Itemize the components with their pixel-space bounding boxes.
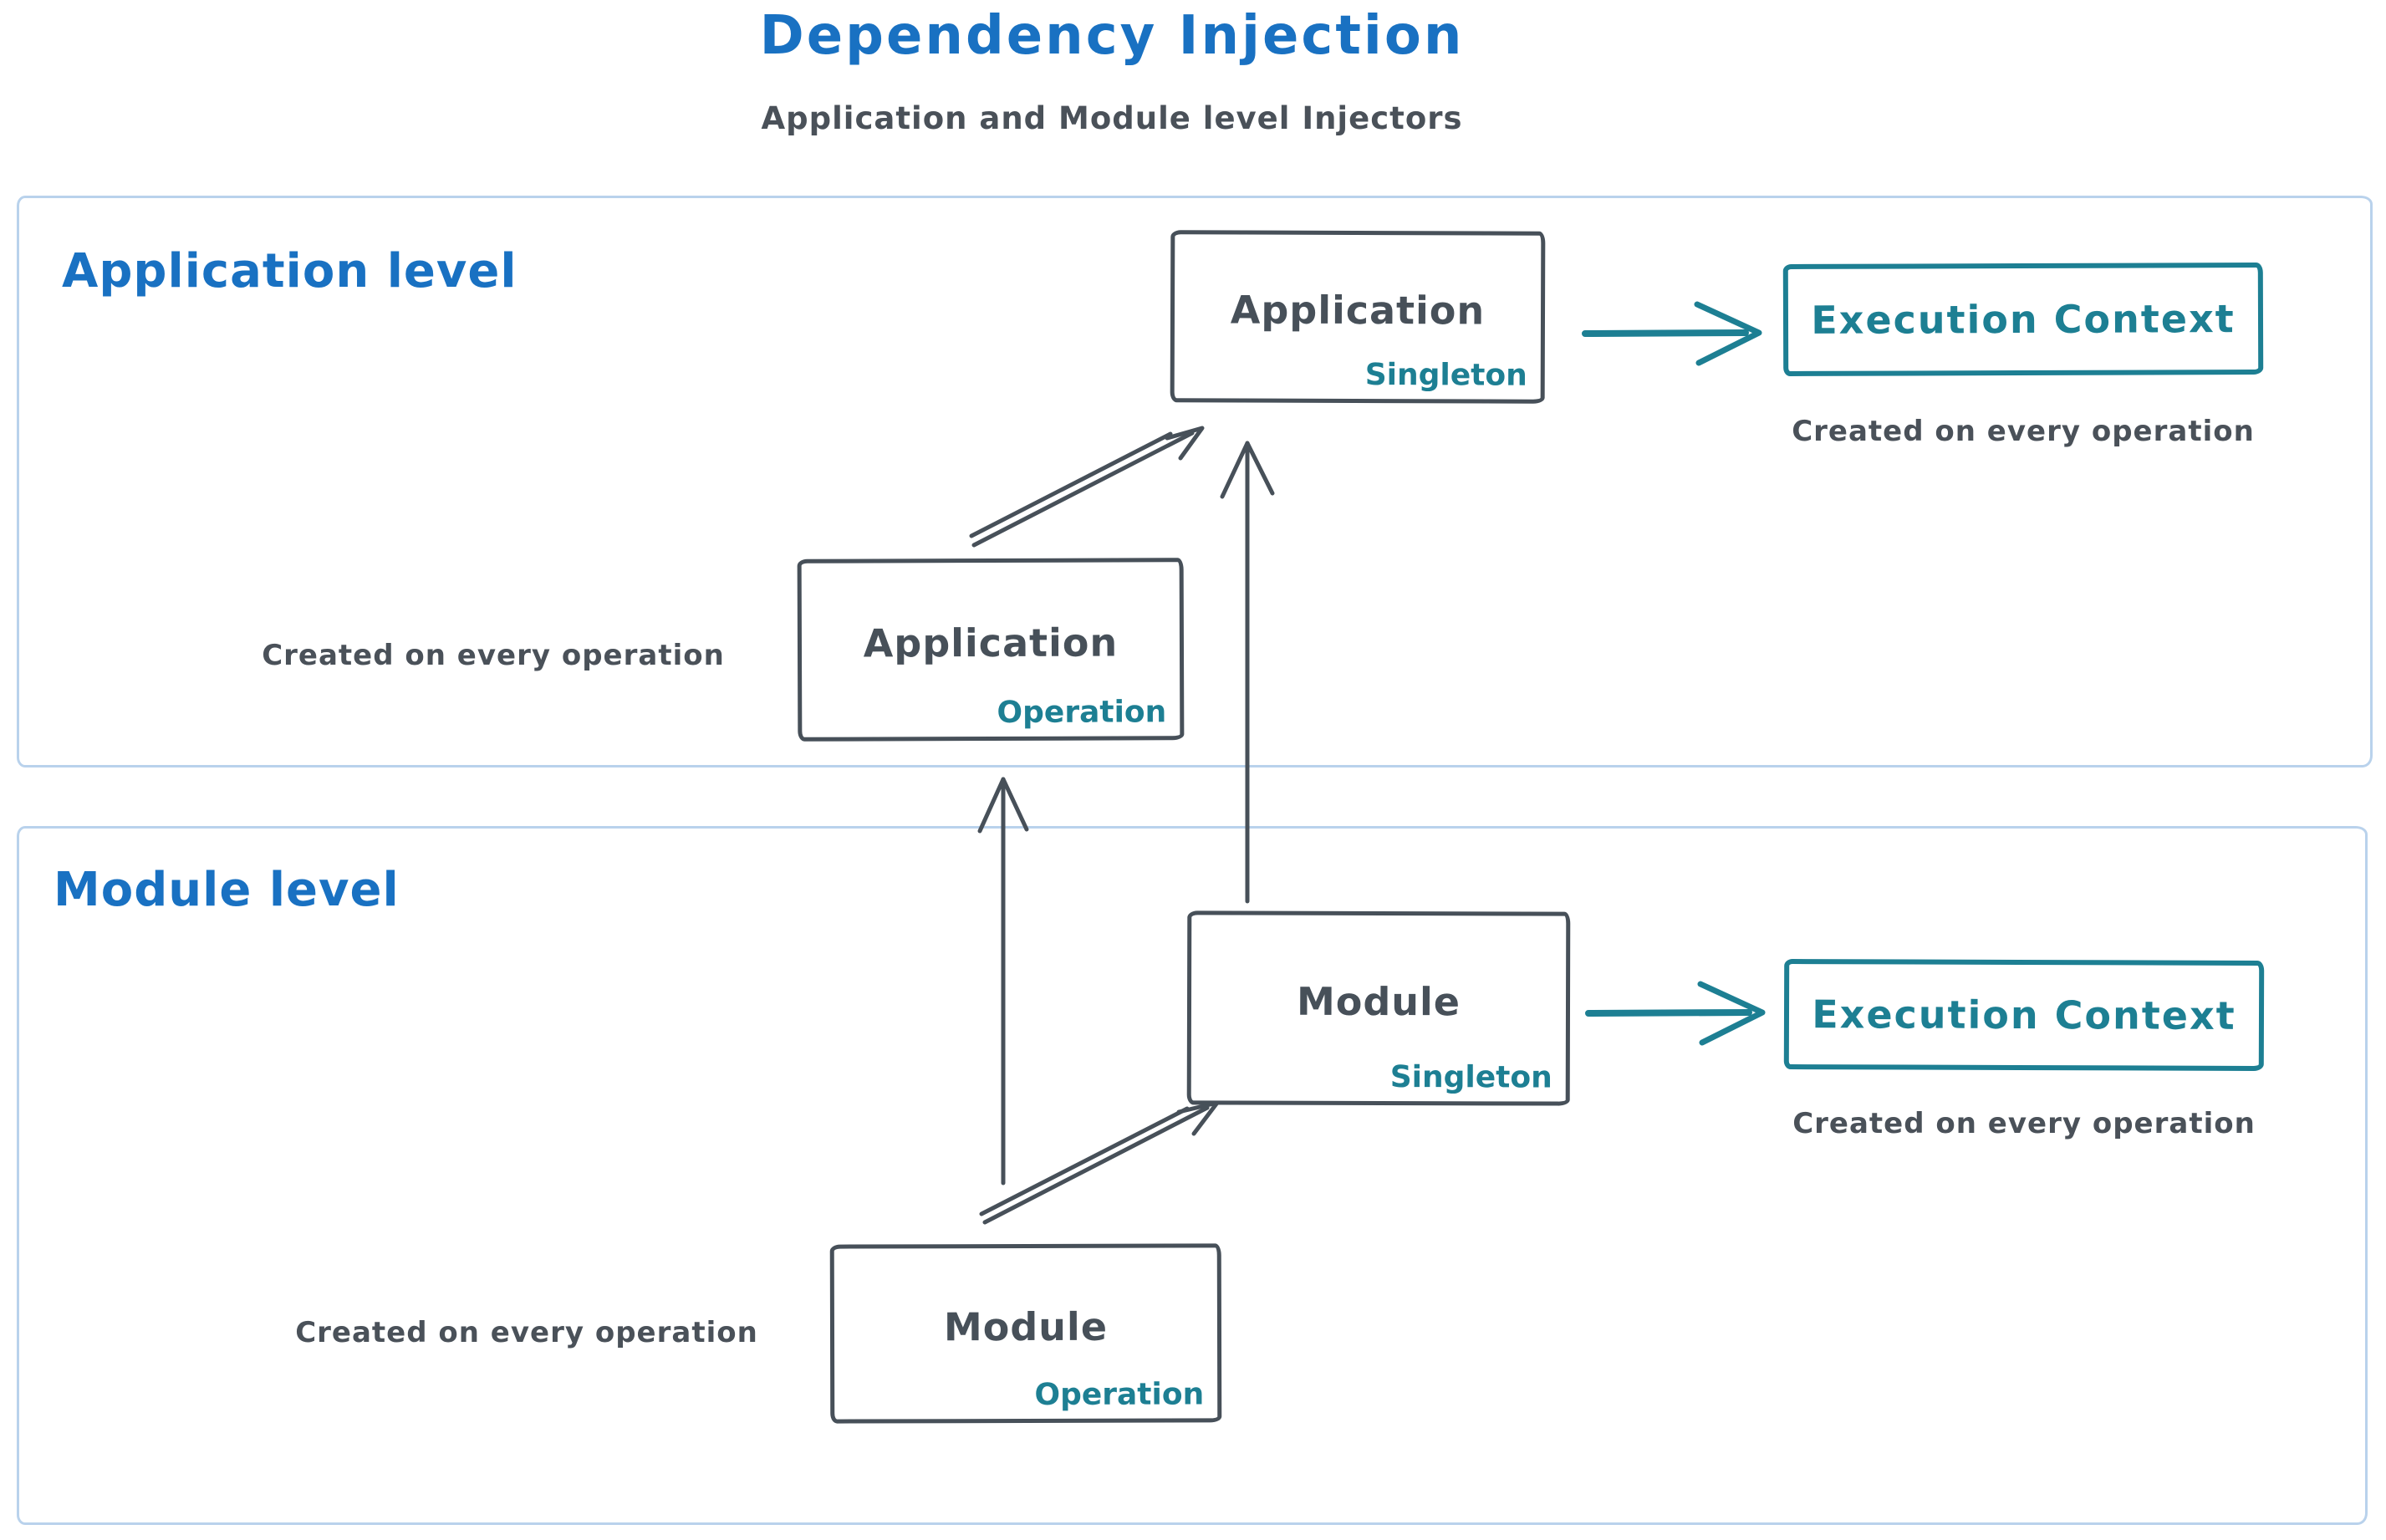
- page-title: Dependency Injection: [759, 5, 1465, 67]
- node-execution-context-application: Execution Context: [1782, 262, 2264, 377]
- singleton-badge: Singleton: [1389, 1060, 1552, 1095]
- operation-badge: Operation: [997, 695, 1167, 730]
- application-level-container: [17, 196, 2373, 767]
- module-level-container: [17, 826, 2368, 1525]
- module-level-label: Module level: [54, 863, 400, 917]
- node-title: Module: [943, 1303, 1109, 1350]
- node-execution-context-module: Execution Context: [1783, 958, 2265, 1072]
- application-level-label: Application level: [62, 244, 517, 298]
- node-title: Module: [1296, 978, 1461, 1025]
- node-module-operation: Module Operation: [829, 1243, 1222, 1424]
- execution-context-title: Execution Context: [1812, 992, 2236, 1038]
- node-application-singleton: Application Singleton: [1170, 230, 1546, 404]
- singleton-badge: Singleton: [1364, 358, 1527, 393]
- node-title: Application: [863, 620, 1119, 666]
- node-application-operation: Application Operation: [797, 558, 1185, 742]
- note-execution-context-application: Created on every operation: [1792, 415, 2255, 448]
- note-application-operation: Created on every operation: [262, 639, 725, 672]
- node-module-singleton: Module Singleton: [1186, 910, 1571, 1106]
- note-module-operation: Created on every operation: [295, 1316, 758, 1349]
- page-subtitle: Application and Module level Injectors: [761, 100, 1463, 136]
- execution-context-title: Execution Context: [1811, 296, 2236, 343]
- node-title: Application: [1230, 287, 1486, 334]
- operation-badge: Operation: [1034, 1377, 1205, 1412]
- note-execution-context-module: Created on every operation: [1792, 1107, 2256, 1140]
